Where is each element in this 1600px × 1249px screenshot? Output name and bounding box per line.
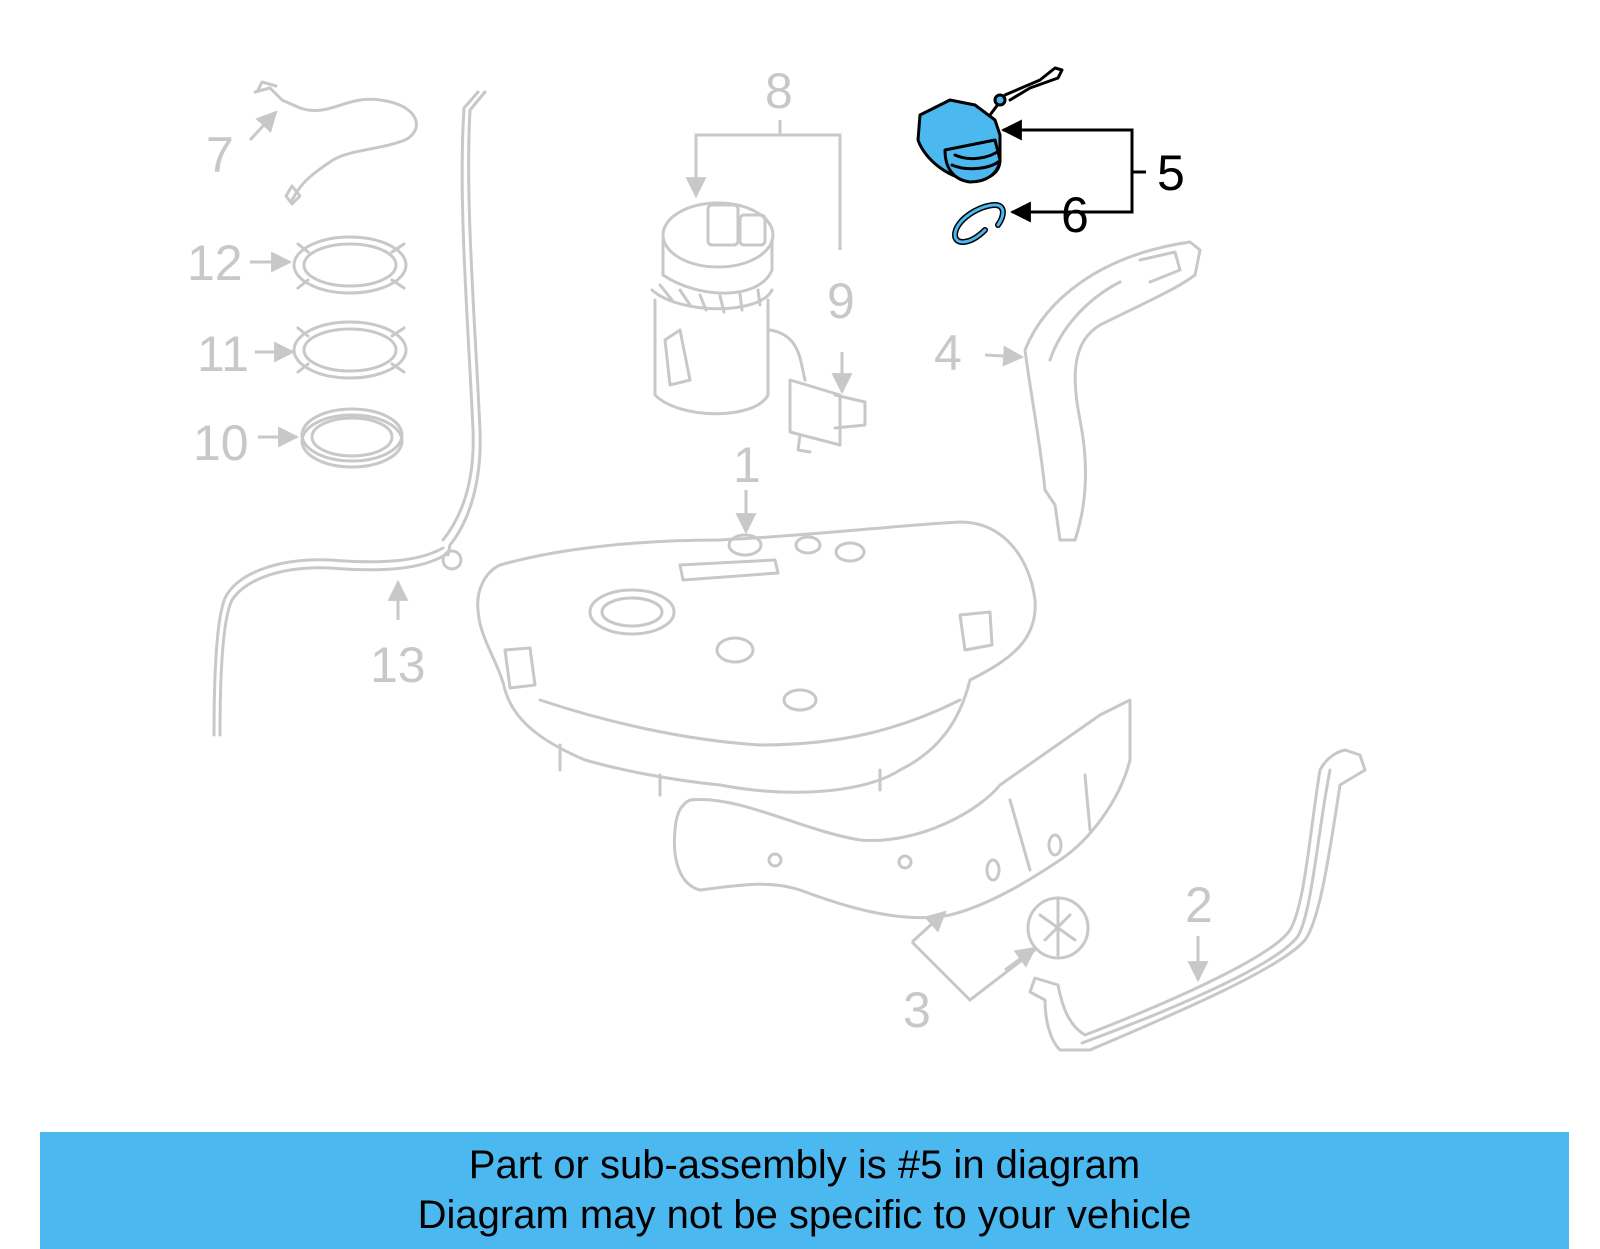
part-11-ring bbox=[292, 320, 408, 380]
part-4-filler-pipe bbox=[1023, 240, 1202, 542]
part-1-fuel-tank bbox=[476, 520, 1037, 797]
callout-6: 6 bbox=[1061, 187, 1089, 243]
part-6-seal-ring bbox=[952, 202, 1006, 245]
vent-tube bbox=[441, 90, 487, 571]
part-8-fuel-pump-module bbox=[650, 201, 807, 416]
callout-5: 5 bbox=[1157, 145, 1185, 201]
callout-12: 12 bbox=[187, 235, 243, 291]
leaders-dark bbox=[1000, 119, 1146, 223]
info-banner: Part or sub-assembly is #5 in diagram Di… bbox=[40, 1132, 1569, 1249]
part-12-ring bbox=[292, 235, 408, 295]
callout-8: 8 bbox=[765, 63, 793, 119]
part-7-sensor-wire bbox=[253, 80, 418, 206]
leaders-faded bbox=[248, 110, 1209, 1002]
callout-4: 4 bbox=[934, 325, 962, 381]
callout-10: 10 bbox=[193, 415, 249, 471]
part-5-fuel-cap bbox=[916, 66, 1064, 184]
callout-3: 3 bbox=[903, 982, 931, 1038]
callout-2: 2 bbox=[1185, 877, 1213, 933]
part-2-strap bbox=[1028, 748, 1367, 1052]
callout-13: 13 bbox=[370, 637, 426, 693]
part-10-lock-ring bbox=[300, 407, 404, 469]
callout-7: 7 bbox=[206, 127, 234, 183]
callout-9: 9 bbox=[827, 273, 855, 329]
callout-11: 11 bbox=[197, 326, 249, 382]
banner-line-disclaimer: Diagram may not be specific to your vehi… bbox=[417, 1193, 1192, 1237]
part-13-hose bbox=[212, 546, 447, 737]
part-3-heat-shield bbox=[672, 698, 1132, 960]
part-9-sender bbox=[788, 378, 867, 454]
banner-line-part: Part or sub-assembly is #5 in diagram bbox=[468, 1143, 1141, 1187]
callout-1: 1 bbox=[733, 437, 761, 493]
